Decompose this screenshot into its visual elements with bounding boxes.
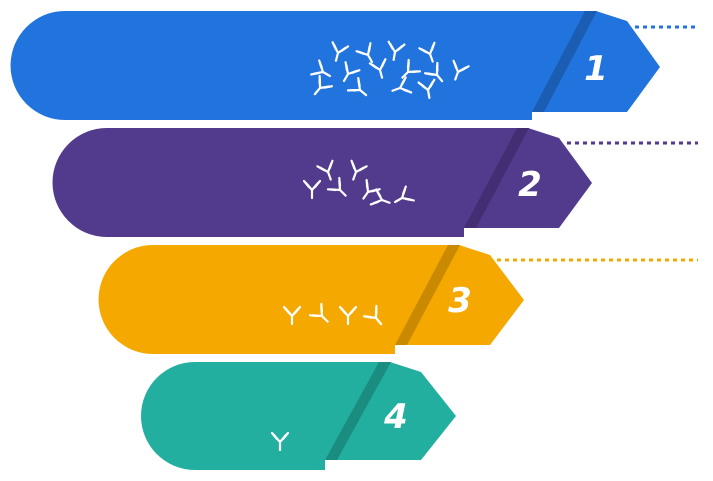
- step-1-shade: [532, 11, 597, 112]
- funnel-step-4: 4: [141, 362, 456, 470]
- step-2-tag-shape: [52, 128, 592, 237]
- step-1-tag-shape: [10, 11, 660, 120]
- step-2-number: 2: [518, 165, 542, 205]
- step-3-tag-shape: [98, 245, 524, 354]
- step-1-number: 1: [584, 49, 608, 89]
- step-4-number: 4: [383, 397, 408, 437]
- step-4-shade: [325, 362, 391, 460]
- step-3-shade: [395, 245, 460, 345]
- step-2-shade: [464, 128, 529, 228]
- step-4-tag-shape: [141, 362, 456, 470]
- funnel-step-3: 3: [98, 245, 524, 354]
- step-3-number: 3: [448, 281, 472, 321]
- funnel-step-2: 2: [52, 128, 592, 237]
- funnel-step-1: 1: [10, 11, 660, 120]
